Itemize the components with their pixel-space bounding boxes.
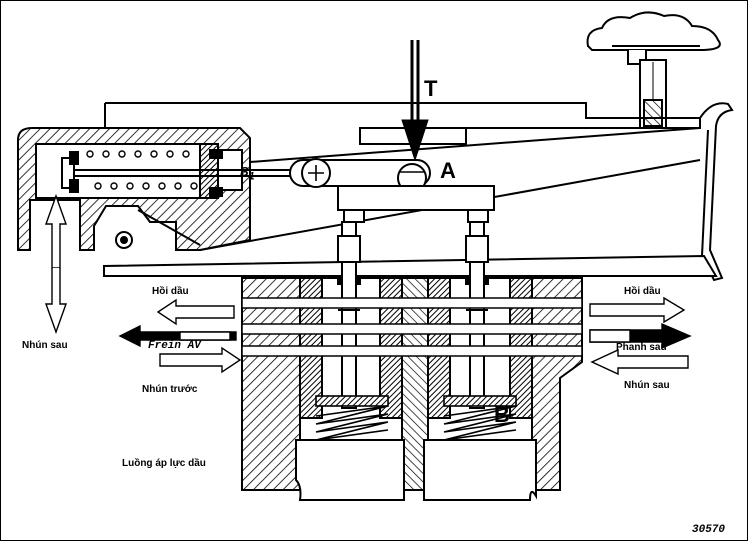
label-front-brake: Frein AV [148,340,201,352]
left-ports [241,297,583,357]
arrow-rear-brake-left [118,324,237,348]
valve-body [241,275,583,501]
label-right-brake: Phanh sau [616,342,667,353]
valve-springs [315,395,517,441]
pivot-marker-a: A [440,158,456,183]
label-left-front: Nhún trước [142,384,198,395]
force-marker-t: T [424,76,438,101]
base-plate [103,254,718,277]
arrow-brake-right [589,322,692,350]
force-arrow-t [401,40,429,162]
figure-code: 30570 [692,524,726,536]
spring-marker-letter: S [240,164,249,179]
spring-coil [86,150,198,190]
vertical-double-arrow [45,193,67,335]
valve-stems [337,221,489,409]
label-right-rear: Nhún sau [624,380,670,391]
spring-marker-s: S1 [240,164,255,183]
arrow-front-left [159,346,242,374]
label-left-rear: Nhún sau [22,340,68,351]
top-cap [586,11,721,129]
arrow-return-right [589,296,686,324]
label-left-return: Hồi dầu [152,286,189,297]
arrow-return-left [156,298,235,326]
label-right-return: Hồi dầu [624,286,661,297]
crossbar [337,185,495,223]
plunger-rod [61,149,296,197]
valve-marker-b: B [494,402,510,427]
label-oil-pressure-flow: Luồng áp lực dầu [122,458,206,469]
arrow-rear-right [590,348,689,376]
spring-marker-subscript: 1 [248,170,255,183]
